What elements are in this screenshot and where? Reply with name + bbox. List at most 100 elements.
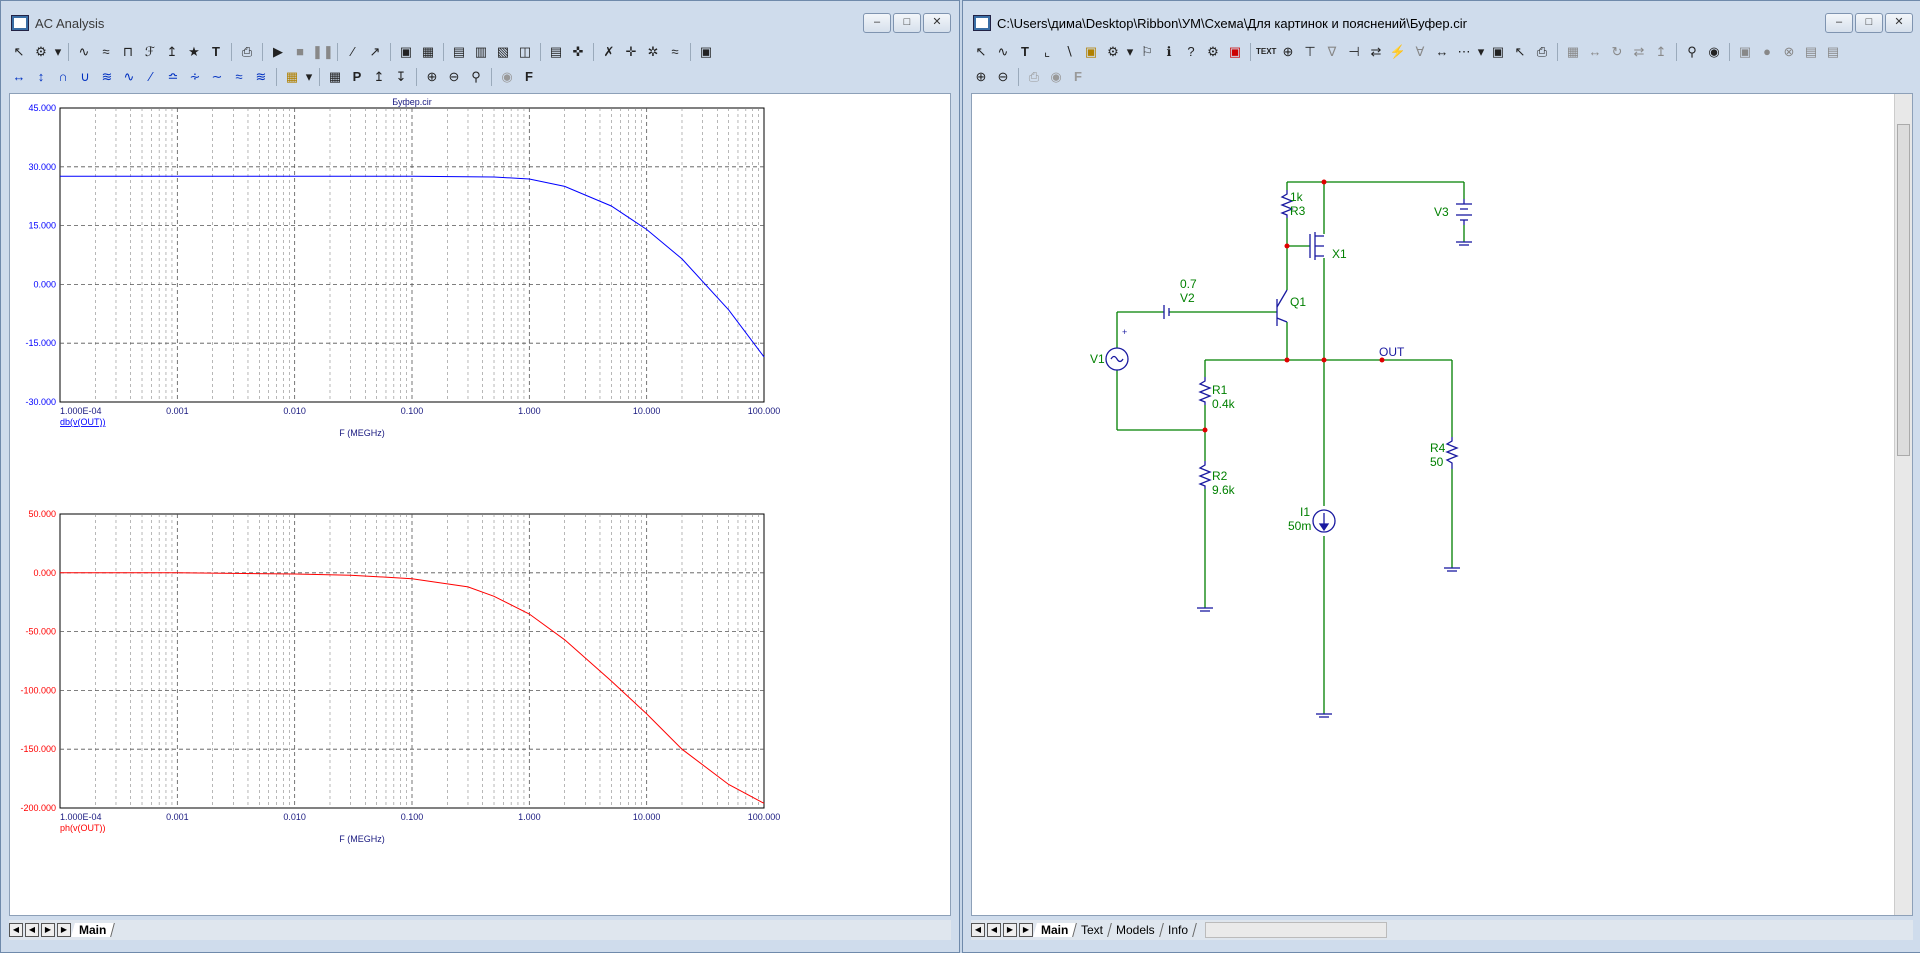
first-page-button[interactable]: ◀ xyxy=(971,923,985,937)
last-page-button[interactable]: ▶ xyxy=(57,923,71,937)
monitor-icon[interactable]: ▣ xyxy=(1738,44,1752,59)
close-button[interactable]: ✕ xyxy=(1885,13,1913,33)
cursor-right-icon[interactable]: ↕ xyxy=(37,69,45,84)
stop-icon[interactable]: ■ xyxy=(296,44,304,59)
dropdown-icon[interactable]: ▾ xyxy=(1477,44,1485,59)
tab-main[interactable]: Main xyxy=(1033,923,1078,937)
data-icon[interactable]: ▦ xyxy=(285,69,299,84)
last-page-button[interactable]: ▶ xyxy=(1019,923,1033,937)
mark2-icon[interactable]: ✛ xyxy=(625,44,637,59)
font-icon[interactable]: F xyxy=(1074,69,1082,84)
pointer-icon[interactable]: ↖ xyxy=(975,44,987,59)
minimize-button[interactable]: – xyxy=(863,13,891,33)
power-icon[interactable]: ⇄ xyxy=(1370,44,1382,59)
text-icon[interactable]: T xyxy=(212,44,220,59)
bottom-icon[interactable]: ≋ xyxy=(255,69,267,84)
tab-main[interactable]: Main xyxy=(71,923,116,937)
stop-sim-icon[interactable]: ● xyxy=(1763,44,1771,59)
diag-wire-icon[interactable]: ∖ xyxy=(1064,44,1074,59)
pause-icon[interactable]: ❚❚ xyxy=(312,44,334,59)
wire-icon[interactable]: ∿ xyxy=(997,44,1009,59)
pin-connect-icon[interactable]: ∀ xyxy=(1415,44,1425,59)
vertical-scrollbar[interactable] xyxy=(1894,94,1912,915)
prev-page-button[interactable]: ◀ xyxy=(987,923,1001,937)
maximize-button[interactable]: □ xyxy=(893,13,921,33)
zoom-in-icon[interactable]: ⊕ xyxy=(426,69,438,84)
marker-icon[interactable]: ✗ xyxy=(603,44,615,59)
ortho-wire-icon[interactable]: ⌞ xyxy=(1043,44,1051,59)
panel3-icon[interactable]: ▧ xyxy=(496,44,510,59)
voltage-icon[interactable]: ⊣ xyxy=(1348,44,1360,59)
point-tag-icon[interactable]: P xyxy=(352,69,362,84)
window-icon[interactable]: ▤ xyxy=(1804,44,1818,59)
zoom-out-icon[interactable]: ⊖ xyxy=(448,69,460,84)
text-mode-icon[interactable]: TEXT xyxy=(1256,47,1277,56)
flip-icon[interactable]: ↔ xyxy=(1588,44,1602,59)
print-icon[interactable]: ⎙ xyxy=(241,44,253,59)
cursor-icon[interactable]: ✜ xyxy=(572,44,584,59)
color-icon[interactable]: ▣ xyxy=(1228,44,1242,59)
step-icon[interactable]: ↥ xyxy=(1655,44,1667,59)
condition-icon[interactable]: ⚡ xyxy=(1389,44,1407,59)
globe-icon[interactable]: ◉ xyxy=(1050,69,1062,84)
scope-icon[interactable]: ▤ xyxy=(549,44,563,59)
box-icon[interactable]: ▣ xyxy=(399,44,413,59)
node-numbers-icon[interactable]: ⊕ xyxy=(1282,44,1294,59)
title-bar[interactable]: AC Analysis – □ ✕ xyxy=(5,5,955,41)
mark4-icon[interactable]: ≈ xyxy=(671,44,679,59)
peak-icon[interactable]: ∩ xyxy=(58,69,68,84)
monitor-icon[interactable]: ▣ xyxy=(699,44,713,59)
grid-icon[interactable]: ⋯ xyxy=(1457,44,1471,59)
maximize-button[interactable]: □ xyxy=(1855,13,1883,33)
line-icon[interactable]: ∕ xyxy=(351,44,355,59)
high-icon[interactable]: ≋ xyxy=(101,69,113,84)
tab-models[interactable]: Models xyxy=(1108,923,1164,937)
select-mode-icon[interactable]: ↖ xyxy=(1514,44,1526,59)
properties-icon[interactable]: ⎙ xyxy=(1536,44,1548,59)
top-icon[interactable]: ≈ xyxy=(235,69,243,84)
slope-icon[interactable]: ∕ xyxy=(149,69,153,84)
panel2-icon[interactable]: ▥ xyxy=(474,44,488,59)
wave-icon[interactable]: ⊓ xyxy=(122,44,134,59)
print-icon[interactable]: ⎙ xyxy=(1028,69,1040,84)
current-icon[interactable]: ∇ xyxy=(1327,44,1337,59)
stack-icon[interactable]: ≈ xyxy=(102,44,110,59)
tag-icon[interactable]: ↥ xyxy=(373,69,385,84)
inflect-icon[interactable]: ≏ xyxy=(167,69,179,84)
global-high-icon[interactable]: ∻ xyxy=(189,69,201,84)
zoom-in-icon[interactable]: ⊕ xyxy=(975,69,987,84)
graph-icon[interactable]: ∿ xyxy=(78,44,90,59)
table-icon[interactable]: ▦ xyxy=(328,69,342,84)
connect-icon[interactable]: ↔ xyxy=(1435,44,1449,59)
help-icon[interactable]: ? xyxy=(1187,44,1195,59)
component-icon[interactable]: ⚙ xyxy=(1107,44,1119,59)
align-icon[interactable]: ▦ xyxy=(1566,44,1580,59)
diag-icon[interactable]: ↗ xyxy=(369,44,381,59)
mirror-icon[interactable]: ⇄ xyxy=(1633,44,1645,59)
title-bar[interactable]: C:\Users\дима\Desktop\Ribbon\УМ\Схема\Дл… xyxy=(967,5,1917,41)
prev-page-button[interactable]: ◀ xyxy=(25,923,39,937)
rotate-icon[interactable]: ↻ xyxy=(1611,44,1623,59)
cursor-left-icon[interactable]: ↔ xyxy=(12,69,26,84)
panel-icon[interactable]: ▤ xyxy=(452,44,466,59)
tools-icon[interactable]: ℱ xyxy=(144,44,156,59)
picture-icon[interactable]: ▣ xyxy=(1084,44,1098,59)
panel4-icon[interactable]: ◫ xyxy=(518,44,532,59)
probe-icon[interactable]: ⚲ xyxy=(1687,44,1697,59)
tab-text[interactable]: Text xyxy=(1073,923,1113,937)
peak-icon[interactable]: ↥ xyxy=(166,44,178,59)
mark-icon[interactable]: ★ xyxy=(188,44,200,59)
dropdown-icon[interactable]: ▾ xyxy=(54,44,62,59)
pin-icon[interactable]: ⊤ xyxy=(1304,44,1316,59)
dropdown-icon[interactable]: ▾ xyxy=(1126,44,1134,59)
globe-icon[interactable]: ◉ xyxy=(501,69,513,84)
dropdown-icon[interactable]: ▾ xyxy=(305,69,313,84)
cancel-icon[interactable]: ⊗ xyxy=(1783,44,1795,59)
next-page-button[interactable]: ▶ xyxy=(1003,923,1017,937)
zoom-fit-icon[interactable]: ⚲ xyxy=(471,69,481,84)
tab-info[interactable]: Info xyxy=(1160,923,1197,937)
window2-icon[interactable]: ▤ xyxy=(1826,44,1840,59)
info-icon[interactable]: ℹ xyxy=(1166,44,1172,59)
select-icon[interactable]: ⚙ xyxy=(35,44,47,59)
mark3-icon[interactable]: ✲ xyxy=(647,44,659,59)
